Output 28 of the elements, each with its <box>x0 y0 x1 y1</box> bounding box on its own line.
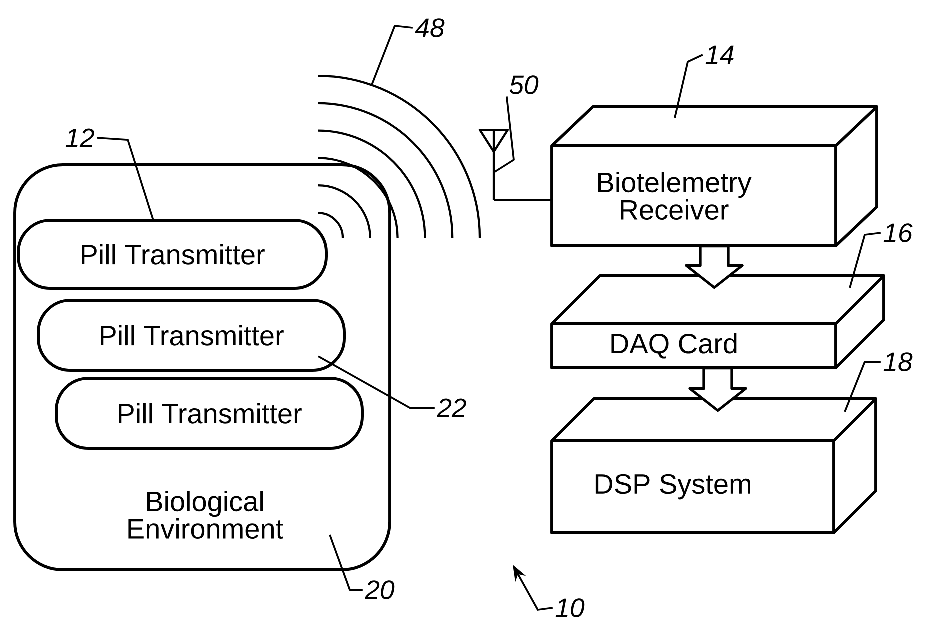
callout-number: 20 <box>365 580 395 600</box>
leader-line <box>97 137 154 221</box>
callout-number: 22 <box>437 398 466 418</box>
leader-line <box>329 534 363 591</box>
block-arrow <box>688 366 748 412</box>
block-box: DAQ Card <box>550 274 886 370</box>
pill-box: Pill Transmitter <box>37 299 346 372</box>
wire <box>494 198 552 202</box>
leader-line <box>318 356 435 409</box>
pill-box: Pill Transmitter <box>17 219 328 290</box>
block-box: DSP System <box>550 398 878 534</box>
block-arrow <box>685 244 744 290</box>
callout-number: 48 <box>415 18 445 38</box>
leader-line <box>849 232 882 288</box>
block-box: Biotelemetry Receiver <box>550 106 878 248</box>
callout-number: 10 <box>556 598 585 618</box>
callout-number: 14 <box>706 46 734 64</box>
leader-line <box>674 54 704 118</box>
leader-line <box>371 25 413 86</box>
antenna-symbol <box>478 128 510 202</box>
leader-line <box>844 361 881 412</box>
callout-number: 18 <box>884 352 913 372</box>
signal-waves-drawing <box>316 74 482 240</box>
pill-box: Pill Transmitter <box>55 377 364 450</box>
leader-line <box>494 96 515 173</box>
callout-number: 12 <box>66 128 94 148</box>
callout-number: 16 <box>884 224 913 242</box>
callout-number: 50 <box>510 76 539 94</box>
